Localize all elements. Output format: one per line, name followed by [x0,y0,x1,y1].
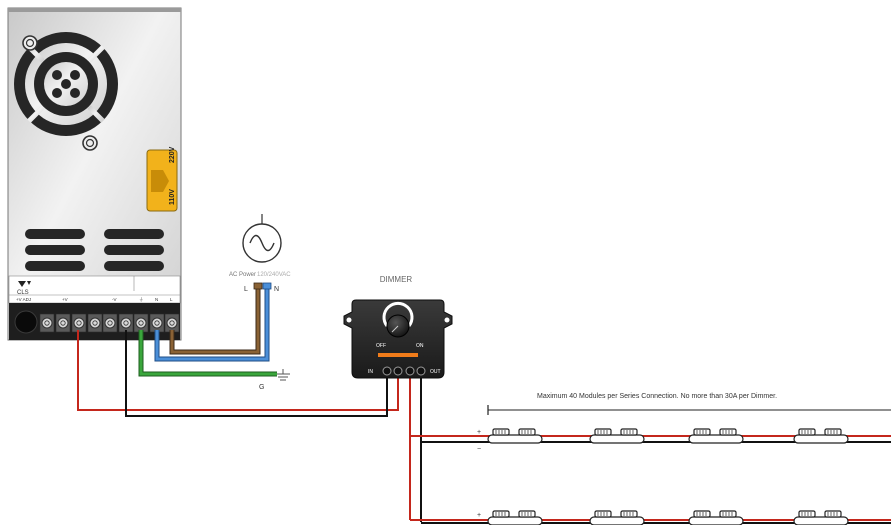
dimmer-accent-strip [378,353,418,357]
neutral-label: N [274,286,279,293]
terminal-screw [87,313,103,333]
terminal-label: L [170,297,173,302]
screw-icon [82,135,98,151]
dimmer-title: DIMMER [380,275,413,284]
dc-negative-wire [125,330,388,417]
in-label: IN [368,369,373,375]
terminal-screw [118,313,134,333]
dimmer-body [343,299,453,379]
line-wire [169,287,261,355]
dimmer-terminals [382,366,426,376]
terminal-label: +V [62,297,68,302]
brand-logo-icon [18,281,31,287]
terminal-screw [405,366,415,376]
max-modules-note: Maximum 40 Modules per Series Connection… [537,393,777,400]
terminal-label: -V [112,297,117,302]
line-label: L [244,286,248,293]
led-module [793,428,849,444]
voltage-selector-switch[interactable]: 220V 110V [146,146,178,212]
terminal-screw [39,313,55,333]
led-modules [487,428,849,525]
terminal-screw [393,366,403,376]
led-module [688,428,744,444]
terminal-label: ⏚ [139,296,144,302]
mount-hole-icon [444,317,450,323]
power-supply: 220V 110V CLS +V ADJ +V -V ⏚ N L [7,7,182,341]
terminal-screw [382,366,392,376]
led-module [487,428,543,444]
strip1-minus-label: − [477,446,481,453]
voltage-label-110: 110V [169,189,176,205]
ground-symbol-icon [276,369,290,381]
led-module [589,510,645,525]
strip1-plus-label: + [477,429,481,436]
voltage-label-220: 220V [169,146,176,163]
cable-gland [14,310,38,334]
psu-vents [25,229,164,271]
dimmer-knob[interactable] [382,301,414,338]
led-module [589,428,645,444]
terminal-labels: +V ADJ +V -V ⏚ N L [16,296,173,302]
strip2-plus-label: + [477,512,481,519]
terminal-screw [164,313,180,333]
ground-label: G [259,384,264,391]
led-module [793,510,849,525]
dc-positive-wire [77,330,399,411]
off-label: OFF [376,343,386,349]
note-area: Maximum 40 Modules per Series Connection… [487,393,891,415]
terminal-label: +V ADJ [16,297,31,302]
psu-terminals [39,313,180,333]
led-module [688,510,744,525]
ac-power-source: AC Power 120/240VAC L N G [229,214,291,391]
fan-icon [14,32,118,136]
terminal-label: N [155,297,158,302]
out-label: OUT [430,369,441,375]
psu-top-edge [8,8,181,12]
led-module [487,510,543,525]
screw-icon [22,35,38,51]
terminal-screw [416,366,426,376]
psu-label-strip [8,275,181,304]
terminal-screw [102,313,118,333]
mount-hole-icon [346,317,352,323]
terminal-screw [71,313,87,333]
ac-power-label: AC Power [229,272,256,278]
terminal-screw [149,313,165,333]
on-label: ON [416,343,424,349]
dimmer: DIMMER OFF ON IN OUT [343,275,453,379]
ac-power-sublabel: 120/240VAC [257,272,291,278]
brand-label: CLS [17,290,29,296]
terminal-screw [55,313,71,333]
wires [77,287,891,524]
terminal-screw [133,313,149,333]
